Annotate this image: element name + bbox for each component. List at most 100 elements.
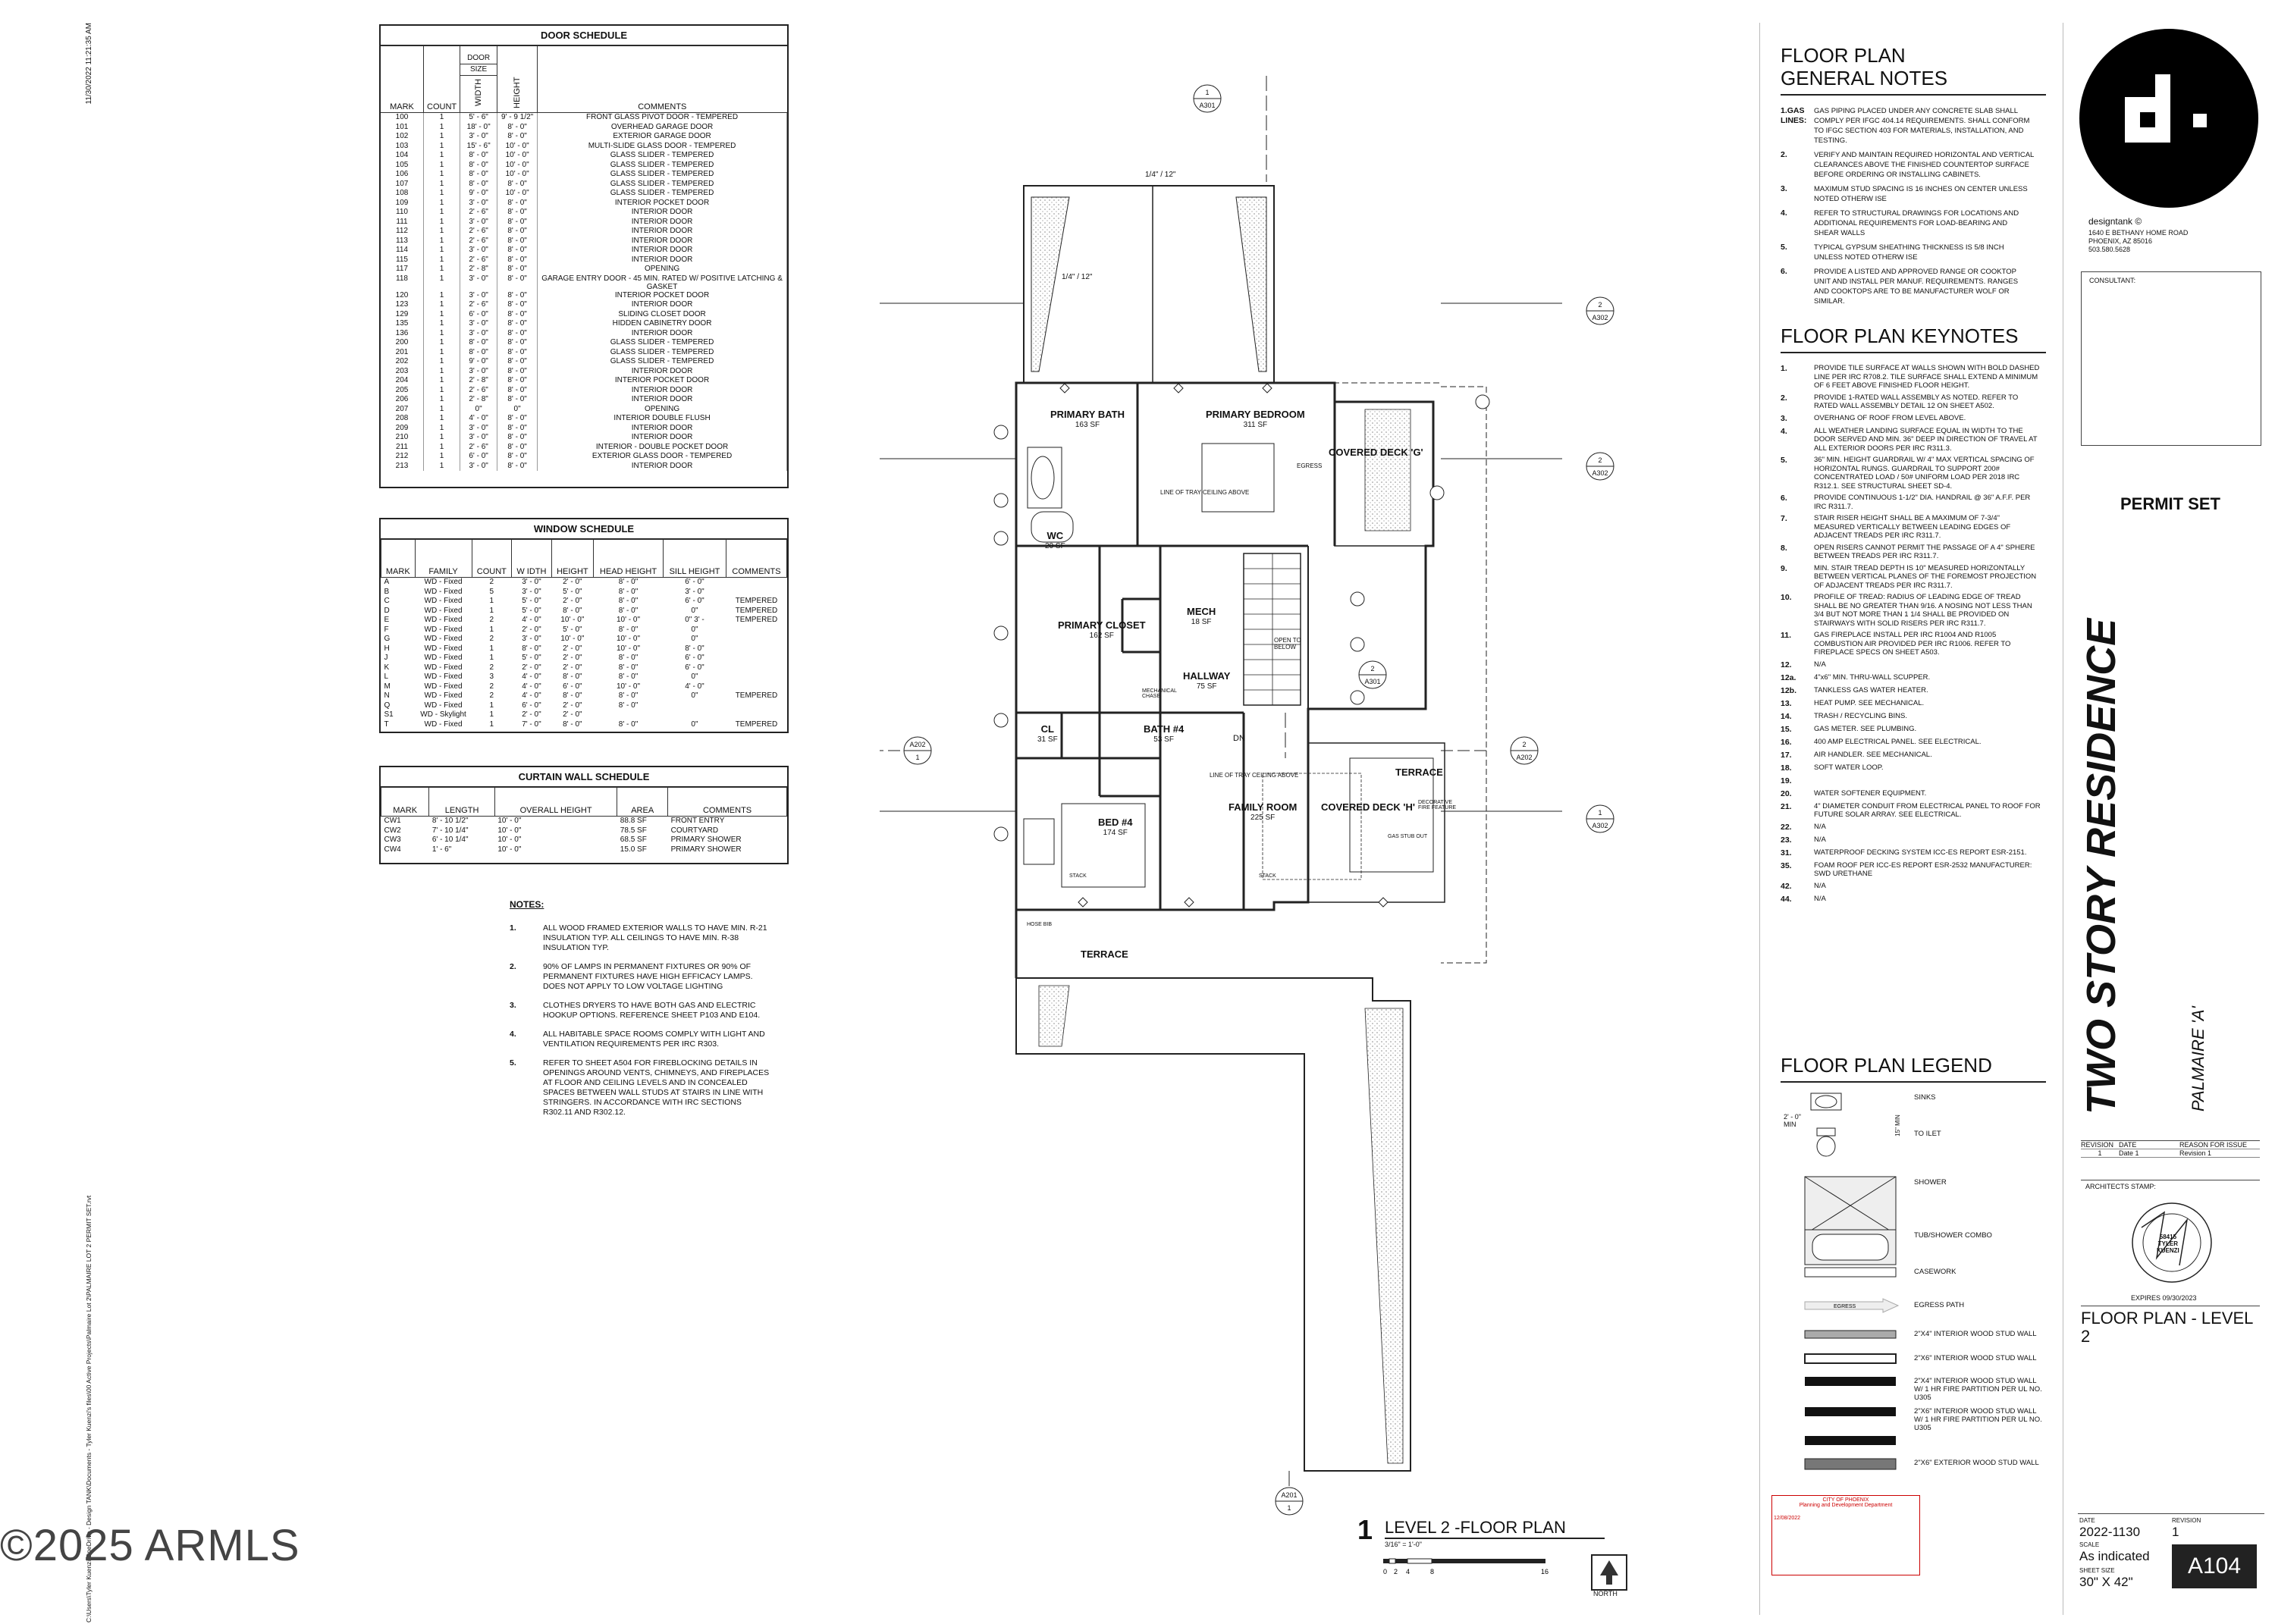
table-cell: GARAGE ENTRY DOOR - 45 MIN. RATED W/ POS… [537,274,787,291]
table-cell: 10' - 0" [617,682,641,691]
legend-clearance-2: 15" MIN [1894,1115,1901,1136]
table-cell [726,663,786,673]
list-item: 6.PROVIDE CONTINUOUS 1-1/2" DIA. HANDRAI… [1781,494,2031,511]
table-cell: 2' - 0" [563,597,582,605]
list-item: 5.TYPICAL GYPSUM SHEATHING THICKNESS IS … [1781,243,2004,262]
table-cell: 115 [381,255,424,265]
room-label: TERRACE [1081,948,1128,960]
table-cell: 8' - 0" [497,122,538,132]
table-cell: 6' - 0" [522,701,541,710]
floor-plan-keynotes: FLOOR PLAN KEYNOTES 1.PROVIDE TILE SURFA… [1781,324,2046,908]
table-cell: 8' - 0" [497,328,538,338]
table-cell: 1 [423,255,461,265]
table-cell: 2' - 0" [522,625,541,634]
fire-feature-label: DECORATIVE FIRE FEATURE [1418,800,1457,810]
table-cell: 4' - 0" [460,414,498,424]
table-cell: SLIDING CLOSET DOOR [537,309,787,319]
list-item: 12.N/A [1781,660,1826,669]
table-cell: CW2 [384,826,401,835]
table-cell: G [384,635,391,643]
table-cell [726,635,786,644]
column-header: LENGTH [428,787,495,817]
list-item: 18.SOFT WATER LOOP. [1781,763,1884,773]
table-cell: 1 [423,376,461,386]
table-cell: 15' - 6" [460,141,498,151]
table-cell: A [384,578,390,586]
column-header: W IDTH [511,539,552,578]
table-cell: 110 [381,208,424,218]
list-item: 44.N/A [1781,894,1826,904]
table-cell: 2' - 6" [460,385,498,395]
table-cell: 8' - 0" [497,290,538,300]
table-cell: T [384,720,389,729]
table-cell: INTERIOR DOOR [537,208,787,218]
table-cell: 2 [489,663,494,672]
table-cell: 205 [381,385,424,395]
table-cell: 8' - 0" [497,265,538,274]
sheet-title: FLOOR PLAN - LEVEL 2 [2081,1306,2260,1346]
table-cell: 1 [423,338,461,348]
door-schedule: DOOR SCHEDULE MARK COUNT DOOR SIZE WIDTH… [379,24,789,488]
column-header: SILL HEIGHT [663,539,726,578]
legend-title: FLOOR PLAN LEGEND [1781,1054,1992,1077]
table-cell: 135 [381,319,424,329]
north-label: NORTH [1593,1590,1618,1597]
table-cell: 2' - 0" [522,710,541,719]
table-cell: 1 [423,442,461,452]
table-cell: 1 [489,654,494,662]
sheet-size: 30" X 42" [2079,1575,2133,1589]
table-cell: WD - Fixed [424,606,463,615]
table-cell: 8' - 0" [497,414,538,424]
table-cell: WD - Fixed [424,597,463,605]
open-below-label: OPEN TO BELOW [1274,637,1301,651]
table-cell: 3' - 0" [460,328,498,338]
table-cell: INTERIOR POCKET DOOR [537,376,787,386]
table-cell: 10' - 0" [617,616,641,624]
table-cell: TEMPERED [735,606,778,615]
table-cell: 1 [489,597,494,605]
table-cell: 201 [381,347,424,357]
table-cell: INTERIOR DOOR [537,217,787,227]
notes-title: NOTES: [510,899,544,910]
table-cell: 8' - 0" [618,578,639,586]
table-cell: CW3 [384,836,401,844]
section-marker-top: 1 [1598,809,1602,817]
table-cell: WD - Fixed [424,654,463,662]
table-cell: 8' - 0" [497,309,538,319]
gas-stub-label: GAS STUB OUT [1388,834,1428,839]
table-cell: 8' - 0" [497,376,538,386]
table-cell: 8' - 0" [497,236,538,246]
table-cell: D [384,606,390,615]
list-item: 5.REFER TO SHEET A504 FOR FIREBLOCKING D… [510,1058,770,1117]
door-mark-header: MARK [381,45,424,113]
legend-swatch-icon [1803,1127,1849,1161]
table-cell: 8' - 0" [618,720,639,729]
table-cell: 6' - 0" [460,452,498,462]
table-cell: 1 [489,710,494,719]
legend-swatch-icon: EGRESS [1803,1298,1902,1317]
keynotes-title: FLOOR PLAN KEYNOTES [1781,324,2019,347]
table-cell: WD - Fixed [424,616,463,624]
north-arrow-icon [1591,1554,1627,1591]
sheet-date: 2022-1130 [2079,1525,2141,1539]
table-cell: 8' - 0" [618,672,639,681]
table-cell [664,701,726,711]
table-cell: 5' - 6" [460,112,498,123]
table-cell: GLASS SLIDER - TEMPERED [537,347,787,357]
